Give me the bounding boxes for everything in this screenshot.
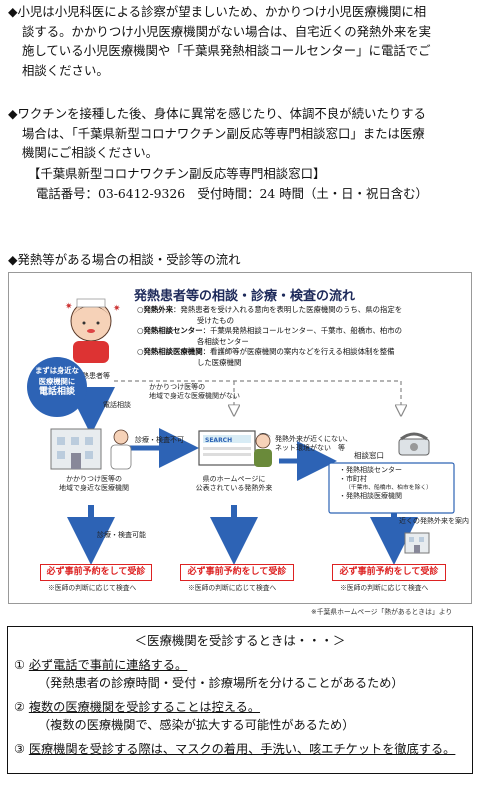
contact-block: 【千葉県新型コロナワクチン副反応等専門相談窓口】 電話番号：03-6412-93… [8,164,478,203]
center-title: 相談窓口 [354,451,384,460]
guideline-sub: （発熱患者の診療時間・受付・診療場所を分けることがあるため） [38,676,404,690]
legend-cont: 各相談センター [197,336,249,346]
no-family-doctor-label: かかりつけ医等の 地域で身近な医療機関がない [149,383,240,400]
guideline-item: ③ 医療機関を受診する際は、マスクの着用、手洗い、咳エチケットを徹底する。 [14,742,456,756]
visit-guidelines-box: ＜医療機関を受診するときは・・・＞ ① 必ず電話で事前に連絡する。 （発熱患者の… [7,626,473,774]
svg-text:✷: ✷ [113,304,121,314]
source-note: ※千葉県ホームページ「熱があるときは」より [311,608,453,616]
patient-label: 発熱患者等 [75,372,110,380]
legend: ○発熱外来：発熱患者を受け入れる意向を表明した医療機関のうち、県の指定を 受けた… [137,305,465,368]
telephone-icon [398,432,430,456]
text-line: 場合は、「千葉県新型コロナワクチン副反応等専門相談窓口」または医療 [22,125,425,141]
not-possible-label: 診療・検査不可 [135,436,184,444]
center-item: ・発熱相談医療機関 [339,492,402,500]
reservation-note-2: ※医師の判断に応じて検査へ [188,584,277,592]
possible-label: 診療・検査可能 [97,531,146,539]
text-line: ◆ワクチンを接種した後、身体に異常を感じたり、体調不良が続いたりする [8,106,426,121]
website-label: 県のホームページに 公表されている発熱外来 [195,475,273,492]
no-nearby-label: 発熱外来が近くにない、 ネット環境がない 等 [275,435,352,452]
text-line: 施している小児医療機関や「千葉県発熱相談コールセンター」に電話でご [22,43,431,58]
contact-name: 【千葉県新型コロナワクチン副反応等専門相談窓口】 [28,166,326,181]
hospital-small-icon [404,532,430,554]
legend-cont: した医療機関 [197,357,242,367]
center-item-note: （千葉市、船橋市、柏市を除く） [345,485,432,491]
guideline-item: ① 必ず電話で事前に連絡する。 [14,658,188,672]
guideline-item: ② 複数の医療機関を受診することは控える。 [14,700,261,714]
legend-item: ○発熱相談医療機関：看護師等が医療機関の案内などを行える相談体制を整備 [137,347,395,356]
box-title: ＜医療機関を受診するときは・・・＞ [134,633,346,648]
center-item: ・市町村 [339,475,367,483]
clinic-icon [50,428,132,470]
svg-text:✷: ✷ [65,302,73,312]
flow-arrows [67,380,455,565]
phone-consult-callout: まずは身近な 医療機関に 電話相談 [27,357,87,417]
guideline-sub: （複数の医療機関で、感染が拡大する可能性があるため） [38,718,355,732]
legend-cont: 受けたもの [197,315,234,325]
reservation-note-1: ※医師の判断に応じて検査へ [48,584,137,592]
text-line: 機関にご相談ください。 [22,145,159,160]
phone-consult-label: 電話相談 [103,401,131,409]
flow-diagram: 発熱患者等の相談・診療・検査の流れ ○発熱外来：発熱患者を受け入れる意向を表明し… [8,272,472,604]
text-line: 談する。かかりつけ小児医療機関がない場合は、自宅近くの発熱外来を実 [22,23,432,39]
reservation-note-3: ※医師の判断に応じて検査へ [340,584,429,592]
legend-item: ○発熱外来：発熱患者を受け入れる意向を表明した医療機関のうち、県の指定を [137,305,403,314]
paragraph-pediatric: ◆小児は小児科医による診察が望ましいため、かかりつけ小児医療機関に相 談する。か… [8,2,478,80]
guide-label: 近くの発熱外来を案内 [399,517,469,525]
reservation-box-2: 必ず事前予約をして受診 [180,564,294,581]
text-line: ◆小児は小児科医による診察が望ましいため、かかりつけ小児医療機関に相 [8,4,427,19]
computer-icon: SEARCH [198,430,272,467]
center-item: ・発熱相談センター [339,466,402,474]
legend-item: ○発熱相談センター：千葉県発熱相談コールセンター、千葉市、船橋市、柏市の [137,326,403,335]
reservation-box-3: 必ず事前予約をして受診 [332,564,446,581]
clinic-label: かかりつけ医等の 地域で身近な医療機関 [59,475,129,492]
reservation-box-1: 必ず事前予約をして受診 [40,564,152,581]
diagram-title: 発熱患者等の相談・診療・検査の流れ [134,289,356,304]
flow-heading: ◆発熱等がある場合の相談・受診等の流れ [8,252,241,267]
search-word: SEARCH [205,437,232,444]
contact-detail: 電話番号：03-6412-9326 受付時間：24 時間（土・日・祝日含む） [36,185,428,201]
paragraph-vaccine: ◆ワクチンを接種した後、身体に異常を感じたり、体調不良が続いたりする 場合は、「… [8,104,478,163]
sick-patient-icon: ✷ ✷ [65,298,121,363]
text-line: 相談ください。 [22,62,109,78]
